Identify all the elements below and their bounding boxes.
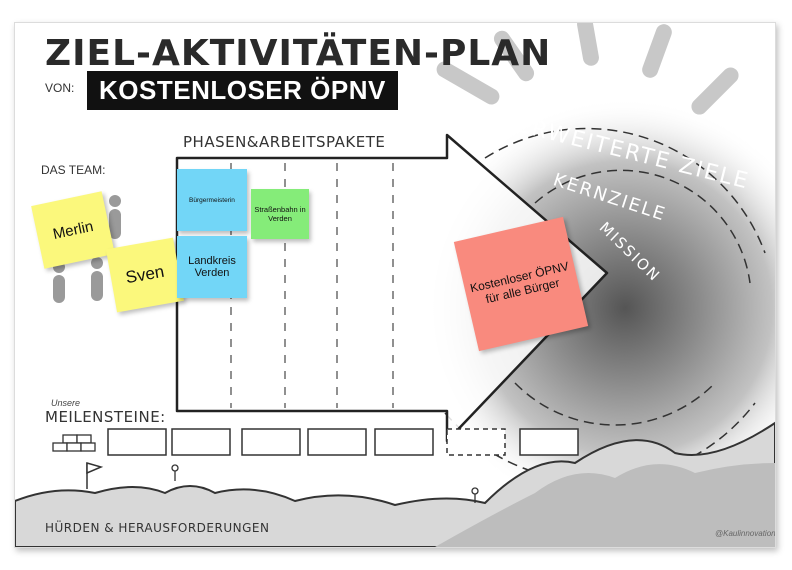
milestones-small-label: Unsere: [51, 398, 81, 408]
sticky-text: Landkreis Verden: [188, 255, 236, 279]
climber-icons: [171, 464, 479, 503]
milestone-boxes: [107, 428, 579, 456]
page-title: ZIEL-AKTIVITÄTEN-PLAN: [45, 33, 552, 74]
sticky-text: Merlin: [51, 217, 95, 243]
mountain-range: [15, 421, 775, 547]
team-label: DAS TEAM:: [41, 163, 106, 177]
sticky-note-work-package[interactable]: Landkreis Verden: [177, 236, 247, 298]
milestones-label: MEILENSTEINE:: [45, 408, 166, 426]
sticky-text: Bürgermeisterin: [189, 196, 235, 204]
von-label: VON:: [45, 81, 75, 95]
sticky-text: Kostenloser ÖPNV für alle Bürger: [468, 259, 571, 307]
project-title: KOSTENLOSER ÖPNV: [87, 71, 398, 110]
sun-rays: [436, 23, 739, 115]
credit-text: @Kaulinnovationen: [715, 529, 776, 538]
sticky-note-team-member[interactable]: Sven: [105, 237, 185, 313]
sticky-text: Sven: [124, 261, 166, 288]
flag-icon: [86, 462, 104, 489]
sticky-note-work-package[interactable]: Bürgermeisterin: [177, 169, 247, 231]
hurdles-label: HÜRDEN & HERAUSFORDERUNGEN: [45, 521, 270, 535]
team-silhouettes: [53, 195, 121, 303]
brick-icon: [52, 434, 96, 452]
phases-label: PHASEN&ARBEITSPAKETE: [183, 133, 386, 151]
sticky-note-work-package[interactable]: Straßenbahn in Verden: [251, 189, 309, 239]
sticky-text: Straßenbahn in Verden: [254, 205, 306, 223]
canvas-sheet: ZIEL-AKTIVITÄTEN-PLAN VON: KOSTENLOSER Ö…: [14, 22, 776, 548]
